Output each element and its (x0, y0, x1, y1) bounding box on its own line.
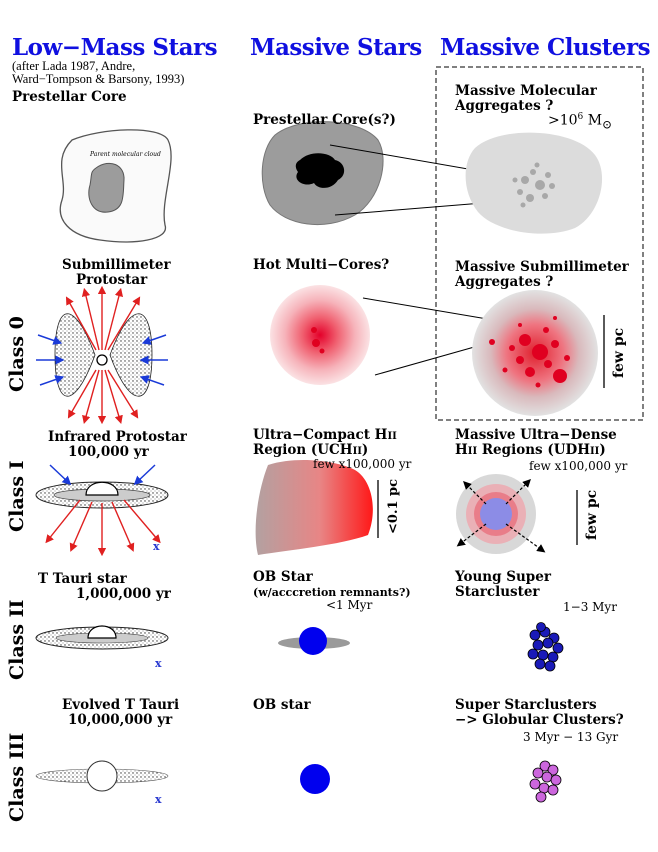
super-starcluster-age: 3 Myr − 13 Gyr (523, 730, 619, 744)
parent-cloud-label: Parent molecular cloud (90, 151, 161, 158)
submm-protostar-label-2: Protostar (76, 272, 148, 288)
class-i-label: Class I (6, 460, 28, 532)
evolved-t-tauri-label: Evolved T Tauri (62, 697, 180, 713)
x-marker: x (153, 540, 160, 553)
sun-icon: ⊙ (602, 117, 613, 132)
young-cluster-label-2: Starcluster (455, 584, 540, 600)
infrared-protostar-disk (32, 455, 172, 557)
class-ii-label: Class II (6, 599, 28, 680)
young-cluster-label-1: Young Super (455, 569, 551, 585)
class-iii-label: Class III (6, 732, 28, 822)
submm-protostar-envelope (32, 285, 172, 425)
x-marker: x (155, 793, 162, 806)
hot-multi-core (270, 285, 370, 385)
ob-star-age: <1 Myr (326, 598, 373, 612)
uchii-age: few x100,000 yr (313, 457, 412, 471)
young-cluster-age: 1−3 Myr (563, 600, 617, 614)
uchii-label-2: Region (UCHII) (253, 442, 369, 458)
few-pc-scale-label: few pc (611, 327, 627, 378)
ultra-compact-hii-region (255, 460, 373, 555)
massive-submm-aggregate (472, 290, 598, 416)
udhii-label-2: HII Regions (UDHII) (455, 442, 606, 458)
ob-star-label: OB star (253, 697, 311, 713)
t-tauri-age: 1,000,000 yr (76, 586, 171, 602)
infrared-protostar-label: Infrared Protostar (48, 429, 187, 445)
udhii-label-1: Massive Ultra−Dense (455, 427, 617, 443)
ob-star-with-disk (278, 627, 350, 655)
evolved-t-tauri-age: 10,000,000 yr (68, 712, 173, 728)
t-tauri-label: T Tauri star (38, 571, 127, 587)
citation-line-1: (after Lada 1987, Andre, (12, 59, 136, 73)
submm-aggregate-label-1: Massive Submillimeter (455, 259, 629, 275)
citation-line-2: Ward−Tompson & Barsony, 1993) (12, 72, 185, 86)
massive-prestellar-core (261, 121, 384, 226)
globular-cluster (529, 760, 562, 803)
udhii-age: few x100,000 yr (529, 459, 628, 473)
column-heading-low-mass: Low−Mass Stars (12, 34, 218, 61)
evolved-t-tauri-disk (32, 745, 172, 825)
ob-star-accretion-label-1: OB Star (253, 569, 313, 585)
infrared-protostar-age: 100,000 yr (68, 444, 149, 460)
parent-cloud-shape (59, 129, 172, 243)
class-0-label: Class 0 (6, 316, 28, 392)
hot-multi-cores-label: Hot Multi−Cores? (253, 257, 390, 273)
young-super-starcluster (527, 622, 564, 672)
uchii-label-1: Ultra−Compact HII (253, 427, 397, 443)
connector-line (362, 297, 506, 323)
aggregate-mass-label: >106 M⊙ (548, 112, 613, 132)
massive-molecular-aggregate (465, 132, 603, 234)
udhii-scale-label: few pc (584, 489, 600, 540)
super-starcluster-label-2: −> Globular Clusters? (455, 712, 624, 728)
uchii-scale-label: <0.1 pc (386, 478, 401, 534)
x-marker: x (155, 657, 162, 670)
super-starcluster-label-1: Super Starclusters (455, 697, 597, 713)
ob-star-accretion-label-2: (w/acccretion remnants?) (253, 586, 411, 599)
t-tauri-disk (32, 605, 172, 675)
ultra-dense-hii-region (456, 474, 546, 554)
column-heading-massive-stars: Massive Stars (250, 34, 422, 61)
column-heading-massive-clusters: Massive Clusters (440, 34, 651, 61)
ob-star (300, 764, 330, 794)
molecular-aggregate-label-2: Aggregates ? (455, 98, 554, 114)
submm-protostar-label-1: Submillimeter (62, 257, 171, 273)
massive-prestellar-label: Prestellar Core(s?) (253, 112, 396, 128)
prestellar-core-label: Prestellar Core (12, 89, 127, 105)
molecular-aggregate-label-1: Massive Molecular (455, 83, 597, 99)
submm-aggregate-label-2: Aggregates ? (455, 274, 554, 290)
